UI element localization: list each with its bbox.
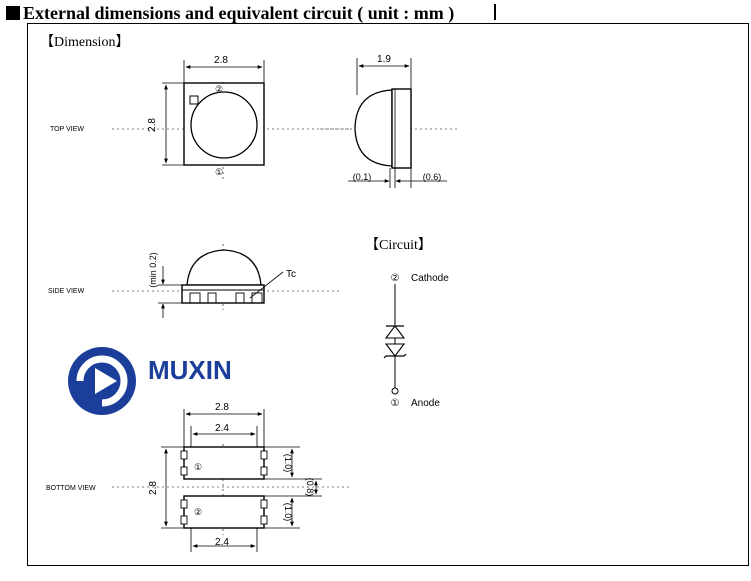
circuit-anode-pin: ① [391,398,400,409]
muxin-logo: MUXIN [68,347,232,415]
pad-upper-dim: (1.0) [283,454,293,473]
circuit-anode-label: Anode [411,398,440,409]
bottom-lower-pad [183,495,265,529]
bottom-pin2-label: ② [194,507,202,517]
circuit-cathode-pin: ② [391,273,400,284]
top-height-dim: 2.8 [147,118,158,132]
profile-body [391,88,412,169]
bottom-pin1-label: ① [194,462,202,472]
polarity-mark-icon [189,95,199,105]
top-lens-circle [190,91,258,159]
bottom-view-label: BOTTOM VIEW [46,485,96,492]
profile-dome [354,89,393,167]
side-base [181,284,265,304]
top-view-label: TOP VIEW [50,126,84,133]
header-square-icon [6,6,20,20]
bottom-width-dim: 2.8 [215,402,229,413]
circuit-section-label: 【Circuit】 [365,237,432,253]
side-view: Tc (min 0.2) [112,244,340,318]
min-clearance-dim: (min 0.2) [148,252,158,288]
side-right-gap-dim: (0.6) [423,172,442,182]
bottom-inner-top-dim: 2.4 [215,423,229,434]
logo-text: MUXIN [148,355,232,385]
drawing-frame [27,23,749,566]
header-end-bar [494,4,496,20]
side-left-gap-dim: (0.1) [353,172,372,182]
header-title: External dimensions and equivalent circu… [23,2,455,23]
dimension-section-label: 【Dimension】 [40,34,129,50]
bottom-upper-pad [183,446,265,480]
bottom-height-dim: 2.8 [148,481,159,495]
header: External dimensions and equivalent circu… [6,2,454,24]
zener-diode-icon [384,343,406,357]
pad-lower-dim: (1.0) [283,503,293,522]
side-depth-dim: 1.9 [377,54,391,65]
tc-label: Tc [286,269,296,280]
top-width-dim: 2.8 [214,55,228,66]
bottom-view: ① ② 2.8 2.4 2.4 2.8 (1.0) ( [112,402,350,552]
circuit: ② Cathode ① Anode [383,273,449,409]
diode-icon [384,325,406,339]
circuit-cathode-label: Cathode [411,273,449,284]
top-pin2-label: ② [215,84,223,94]
bottom-inner-bottom-dim: 2.4 [215,537,229,548]
pad-gap-dim: (0.8) [305,478,315,497]
top-view: 2.8 2.8 ② ① [112,55,350,180]
top-pin1-label: ① [215,167,223,177]
side-profile-view: 1.9 (0.1) (0.6) [320,54,460,188]
side-view-label: SIDE VIEW [48,288,85,295]
side-dome [186,249,262,286]
